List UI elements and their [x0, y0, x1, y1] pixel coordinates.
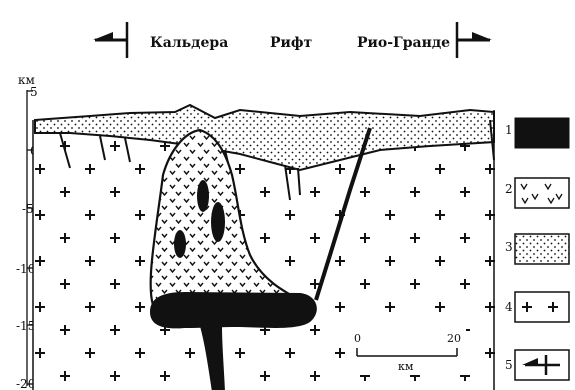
scale-unit: км — [398, 360, 414, 373]
intrusion-lens-2 — [211, 202, 225, 242]
legend-number-4: 4 — [505, 300, 513, 314]
volcanic-breccia-swatch-icon — [515, 178, 569, 208]
solid-black-swatch-icon — [515, 118, 569, 148]
dotted-sediment-swatch-icon — [515, 234, 569, 264]
legend-number-2: 2 — [505, 182, 513, 196]
intrusion-lens-1 — [197, 180, 209, 212]
legend-number-5: 5 — [505, 358, 513, 372]
header: Кальдера Рифт Рио-Гранде — [93, 22, 492, 58]
scale-start: 0 — [354, 332, 361, 345]
legend: 1 2 3 4 5 — [505, 118, 569, 380]
magma-chamber — [150, 292, 317, 328]
intrusion-lens-3 — [174, 230, 186, 258]
right-half-arrow-icon — [457, 22, 492, 58]
header-label-rio-grande: Рио-Гранде — [357, 35, 450, 51]
half-arrow-symbol-icon — [515, 350, 569, 380]
tick-minus-5: -5 — [22, 202, 34, 216]
header-label-rift: Рифт — [270, 35, 313, 51]
left-half-arrow-icon — [93, 22, 127, 58]
header-label-caldera: Кальдера — [150, 35, 228, 51]
crosses-basement-swatch-icon — [515, 292, 569, 322]
legend-number-1: 1 — [505, 123, 513, 137]
scale-end: 20 — [447, 332, 461, 345]
legend-number-3: 3 — [505, 240, 513, 254]
scale-bar: 0 20 км — [350, 325, 466, 375]
